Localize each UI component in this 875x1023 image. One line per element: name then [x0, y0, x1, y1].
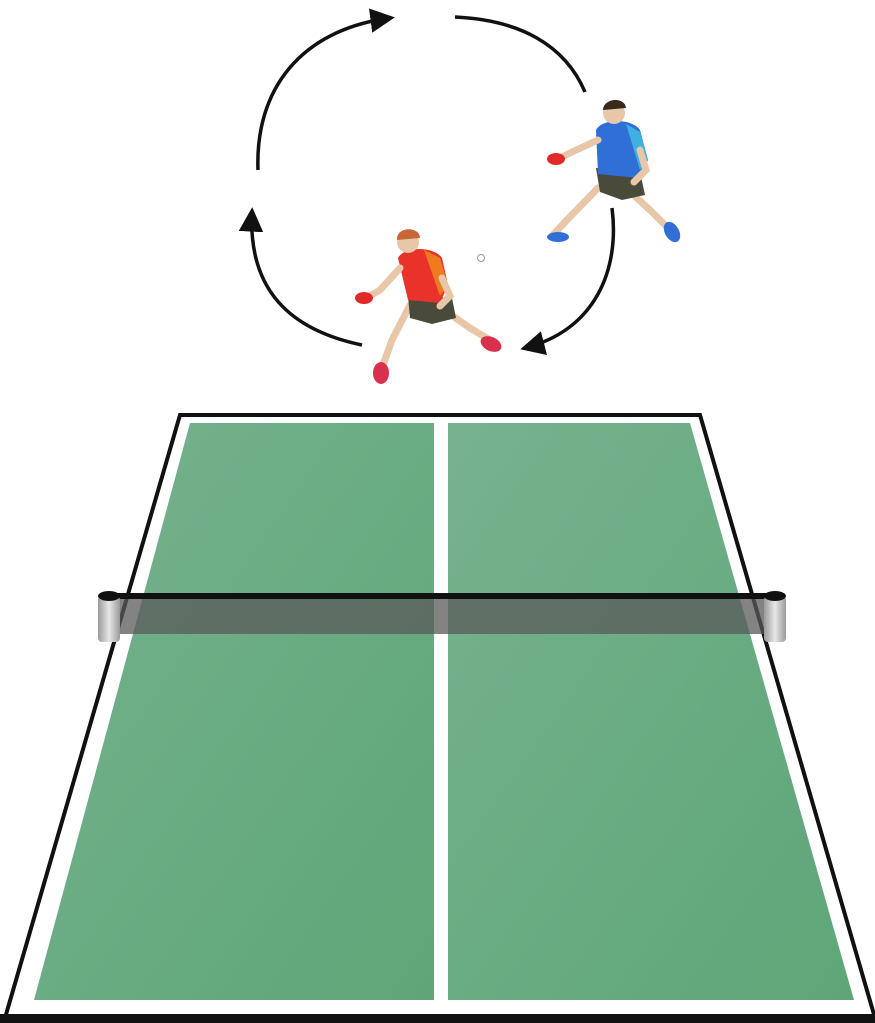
ping-pong-table — [0, 415, 875, 1023]
red-player — [355, 229, 504, 384]
paddle-icon — [547, 153, 565, 165]
net-post-left — [98, 596, 120, 642]
arrow-top-left — [258, 18, 390, 170]
arrow-top-right — [455, 17, 585, 92]
paddle-icon — [355, 292, 373, 304]
table-right-half — [448, 423, 854, 1000]
net-post-right — [764, 596, 786, 642]
blue-player — [547, 100, 684, 245]
arrow-right-down — [525, 208, 613, 348]
ball — [478, 255, 485, 262]
arrow-left-up — [252, 212, 362, 345]
shoe-icon — [373, 362, 389, 384]
shoe-icon — [547, 232, 569, 242]
